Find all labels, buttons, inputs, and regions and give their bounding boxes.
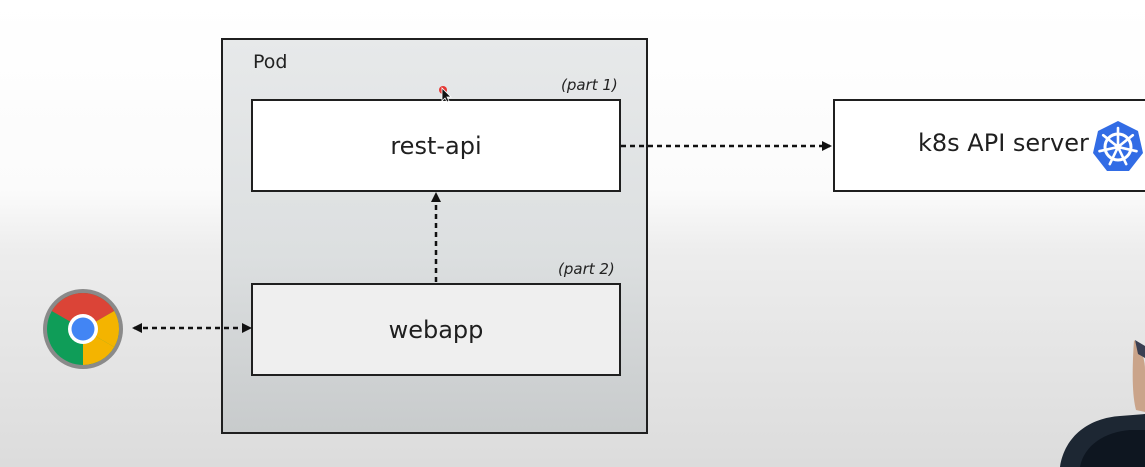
- part1-label: (part 1): [561, 76, 618, 94]
- presenter-webcam: [1060, 340, 1145, 467]
- chrome-icon: [43, 289, 123, 369]
- pod-label: Pod: [253, 51, 288, 73]
- webapp-label: webapp: [388, 315, 484, 344]
- k8s-api-server-label: k8s API server: [918, 129, 1089, 157]
- kubernetes-icon: [1093, 121, 1143, 171]
- rest-api-box: rest-api: [251, 99, 621, 192]
- k8s-api-server-box: [833, 99, 1145, 192]
- webapp-box: webapp: [251, 283, 621, 376]
- rest-api-label: rest-api: [390, 131, 482, 160]
- cursor-icon: [439, 86, 452, 103]
- part2-label: (part 2): [558, 260, 615, 278]
